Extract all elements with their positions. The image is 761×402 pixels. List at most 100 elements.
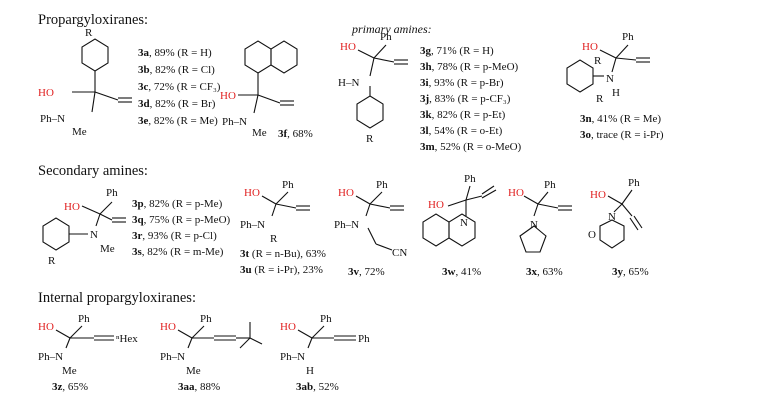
section-secondary-amines: Secondary amines: <box>38 163 148 179</box>
compound-label-3c: 3c, 72% (R = CF₃) <box>138 81 221 93</box>
compound-label-3b: 3b, 82% (R = Cl) <box>138 64 215 76</box>
atom-ph: Ph <box>320 313 332 325</box>
section-internal-propargyloxiranes: Internal propargyloxiranes: <box>38 290 196 306</box>
compound-label-3m: 3m, 52% (R = o-MeO) <box>420 141 522 153</box>
atom-me: Me <box>62 365 77 377</box>
atom-r: R <box>366 133 374 145</box>
atom-h-n: H–N <box>338 77 359 89</box>
compound-label-3l: 3l, 54% (R = o-Et) <box>420 125 503 137</box>
atom-r: R <box>270 233 278 245</box>
atom-me: Me <box>252 127 267 139</box>
compound-label-3d: 3d, 82% (R = Br) <box>138 98 216 110</box>
compound-label-3a: 3a, 89% (R = H) <box>138 47 212 59</box>
structure-3w: HO Ph N <box>422 173 497 247</box>
structure-3g-3m: HO Ph H–N R <box>338 31 408 145</box>
atom-ph-n: Ph–N <box>40 113 65 125</box>
compound-label-3r: 3r, 93% (R = p-Cl) <box>132 230 217 242</box>
atom-r: R <box>85 27 93 39</box>
atom-me: Me <box>186 365 201 377</box>
compound-label-3h: 3h, 78% (R = p-MeO) <box>420 61 519 73</box>
atom-ho: HO <box>340 41 356 53</box>
atom-ho: HO <box>508 187 524 199</box>
atom-ph-n: Ph–N <box>240 219 265 231</box>
atom-n: N <box>90 229 98 241</box>
compound-label-3k: 3k, 82% (R = p-Et) <box>420 109 506 121</box>
compound-label-3p: 3p, 82% (R = p-Me) <box>132 198 223 210</box>
structure-3f: HO Ph–N Me <box>220 40 298 139</box>
compound-label-3q: 3q, 75% (R = p-MeO) <box>132 214 231 226</box>
structure-3y: HO Ph N O <box>588 177 643 249</box>
compound-label-3o: 3o, trace (R = i-Pr) <box>580 129 664 141</box>
atom-ho: HO <box>590 189 606 201</box>
aryl-ring <box>81 38 109 72</box>
atom-ph-n: Ph–N <box>160 351 185 363</box>
atom-ph-n: Ph–N <box>334 219 359 231</box>
structure-3n-3o: HO Ph R N H R <box>566 31 650 105</box>
atom-o: O <box>588 229 596 241</box>
atom-ph: Ph <box>200 313 212 325</box>
compound-label-3i: 3i, 93% (R = p-Br) <box>420 77 504 89</box>
compound-label-3n: 3n, 41% (R = Me) <box>580 113 662 125</box>
structure-3ab: HO Ph Ph Ph–N H <box>280 313 370 377</box>
structure-3t-3u: HO Ph Ph–N R <box>240 179 310 245</box>
compound-label-3w: 3w, 41% <box>442 266 482 278</box>
compound-label-3x: 3x, 63% <box>526 266 563 278</box>
atom-n: N <box>608 211 616 223</box>
compound-label-3ab: 3ab, 52% <box>296 381 339 393</box>
compound-label-3j: 3j, 83% (R = p-CF₃) <box>420 93 511 105</box>
atom-n: N <box>606 73 614 85</box>
structure-3z: HO Ph ⁿHex Ph–N Me <box>38 313 138 377</box>
atom-ho: HO <box>64 201 80 213</box>
atom-ph: Ph <box>376 179 388 191</box>
compound-label-3s: 3s, 82% (R = m-Me) <box>132 246 224 258</box>
atom-ph: Ph <box>622 31 634 43</box>
atom-ph: Ph <box>282 179 294 191</box>
atom-ph: Ph <box>464 173 476 185</box>
compound-label-3u: 3u (R = i-Pr), 23% <box>240 264 323 276</box>
atom-me: Me <box>100 243 115 255</box>
atom-ph: Ph <box>78 313 90 325</box>
atom-ph: Ph <box>544 179 556 191</box>
compound-label-3g: 3g, 71% (R = H) <box>420 45 494 57</box>
compound-label-3v: 3v, 72% <box>348 266 385 278</box>
atom-ho: HO <box>338 187 354 199</box>
structure-3p-3s: HO Ph N Me R <box>42 187 126 267</box>
atom-ph: Ph <box>106 187 118 199</box>
compound-label-3y: 3y, 65% <box>612 266 649 278</box>
atom-cn: CN <box>392 247 407 259</box>
atom-ho: HO <box>428 199 444 211</box>
atom-ho: HO <box>38 321 54 333</box>
atom-n: N <box>530 219 538 231</box>
atom-ph: Ph <box>628 177 640 189</box>
atom-ph-n: Ph–N <box>38 351 63 363</box>
atom-hex: ⁿHex <box>116 333 138 345</box>
structure-3a-3e: R HO Ph–N Me <box>38 27 132 138</box>
atom-ph-n: Ph–N <box>280 351 305 363</box>
compound-label-3t: 3t (R = n-Bu), 63% <box>240 248 326 260</box>
structure-3aa: HO Ph Ph–N Me <box>160 313 263 377</box>
atom-h: H <box>306 365 314 377</box>
atom-r: R <box>594 55 602 67</box>
atom-ph-n: Ph–N <box>222 116 247 128</box>
section-propargyloxiranes: Propargyloxiranes: <box>38 12 149 28</box>
atom-ho: HO <box>38 87 54 99</box>
atom-ho: HO <box>582 41 598 53</box>
atom-me: Me <box>72 126 87 138</box>
atom-ho: HO <box>160 321 176 333</box>
subheading-primary-amines: primary amines: <box>352 22 432 36</box>
atom-ho: HO <box>220 90 236 102</box>
atom-n: N <box>460 217 468 229</box>
structure-3v: HO Ph Ph–N CN <box>334 179 407 259</box>
atom-h: H <box>612 87 620 99</box>
compound-label-3f: 3f, 68% <box>278 128 313 140</box>
atom-ho: HO <box>280 321 296 333</box>
compound-label-3aa: 3aa, 88% <box>178 381 221 393</box>
atom-ph: Ph <box>358 333 370 345</box>
atom-ph: Ph <box>380 31 392 43</box>
structure-3x: HO Ph N <box>508 179 572 253</box>
atom-r: R <box>48 255 56 267</box>
atom-ho: HO <box>244 187 260 199</box>
compound-label-3e: 3e, 82% (R = Me) <box>138 115 218 127</box>
atom-r: R <box>596 93 604 105</box>
